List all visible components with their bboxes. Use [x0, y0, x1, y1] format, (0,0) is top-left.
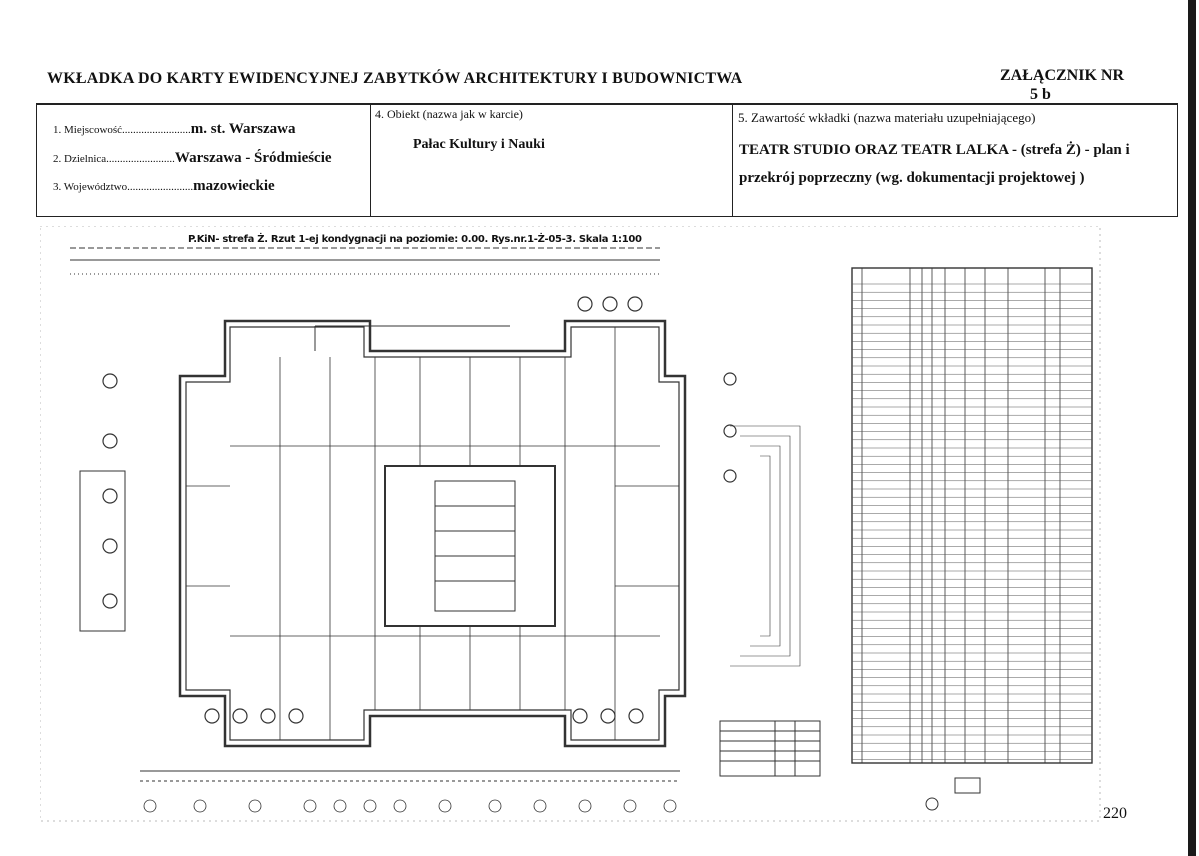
wojewodztwo-row: 3. Województwo........................ma…: [53, 178, 275, 195]
drawing-caption: P.KiN- strefa Ż. Rzut 1-ej kondygnacji n…: [188, 234, 642, 245]
miejscowosc-row: 1. Miejscowość.........................m…: [53, 121, 296, 138]
header-rule: [36, 103, 1178, 105]
object-box: 4. Obiekt (nazwa jak w karcie) Pałac Kul…: [371, 105, 733, 217]
location-box: 1. Miejscowość.........................m…: [36, 105, 371, 217]
object-label: 4. Obiekt (nazwa jak w karcie): [375, 107, 523, 121]
page-edge: [1188, 0, 1196, 856]
wojewodztwo-value: mazowieckie: [193, 178, 275, 194]
dzielnica-row: 2. Dzielnica.........................War…: [53, 150, 332, 167]
dzielnica-label: 2. Dzielnica.........................: [53, 153, 175, 165]
annex-number: 5 b: [1030, 86, 1051, 103]
annex-label: ZAŁĄCZNIK NR 5 b: [1000, 66, 1124, 104]
contents-value: TEATR STUDIO ORAZ TEATR LALKA - (strefa …: [739, 142, 1130, 186]
floor-plan-drawing: P.KiN- strefa Ż. Rzut 1-ej kondygnacji n…: [40, 226, 1150, 826]
object-value: Pałac Kultury i Nauki: [413, 137, 545, 152]
floor-plan-svg: [40, 226, 1101, 822]
wojewodztwo-label: 3. Województwo........................: [53, 181, 194, 193]
contents-box: 5. Zawartość wkładki (nazwa materiału uz…: [733, 105, 1178, 217]
annex-label-text: ZAŁĄCZNIK NR: [1000, 67, 1125, 84]
sheet-title: WKŁADKA DO KARTY EWIDENCYJNEJ ZABYTKÓW A…: [47, 70, 743, 87]
page-number: 220: [1103, 805, 1127, 822]
miejscowosc-value: m. st. Warszawa: [190, 121, 296, 137]
dzielnica-value: Warszawa - Śródmieście: [174, 150, 332, 166]
miejscowosc-label: 1. Miejscowość.........................: [53, 124, 191, 136]
room-schedule-rows: [852, 283, 1092, 760]
contents-label: 5. Zawartość wkładki (nazwa materiału uz…: [738, 110, 1036, 125]
